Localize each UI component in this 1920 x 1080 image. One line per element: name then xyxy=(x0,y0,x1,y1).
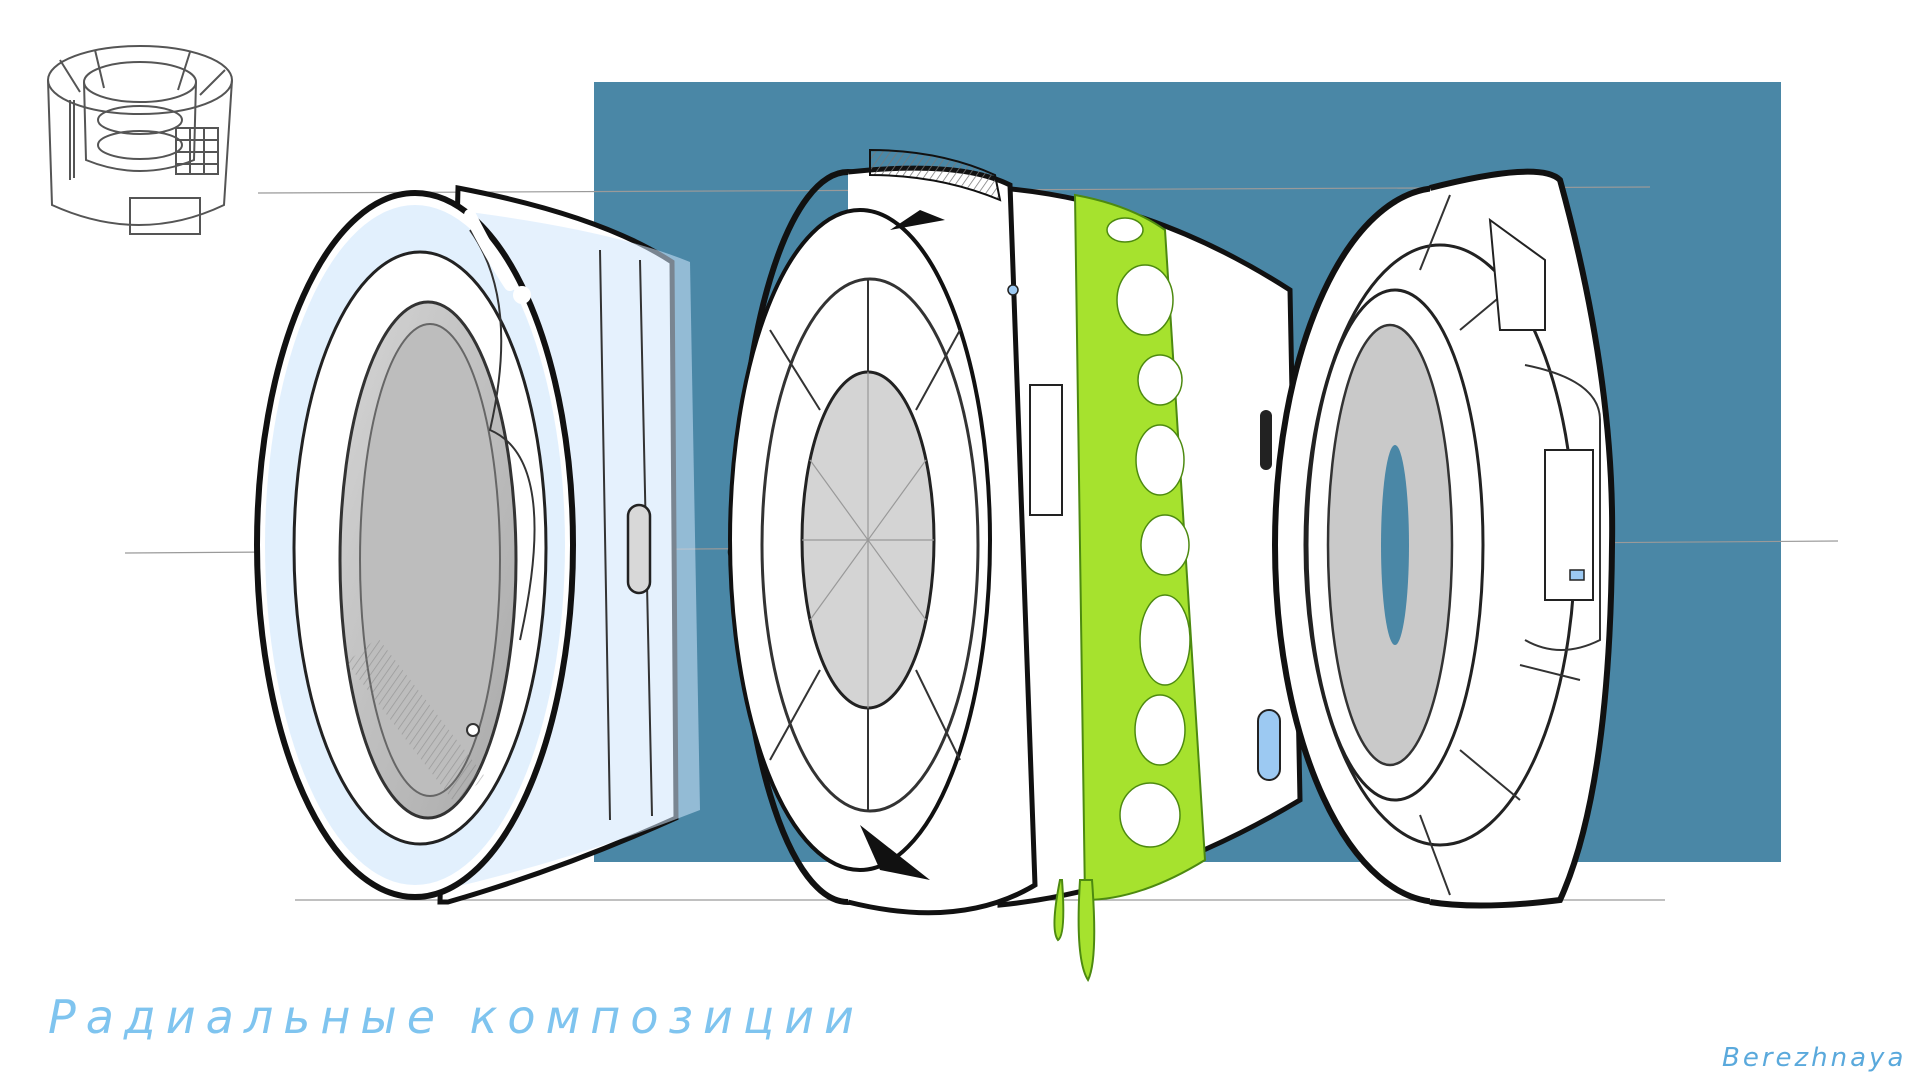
radial-segments xyxy=(769,278,961,812)
middle-ring xyxy=(728,148,1303,983)
artist-signature: Berezhnaya xyxy=(1722,1043,1907,1073)
thumbnail-sketch xyxy=(47,45,233,235)
core-spokes xyxy=(802,372,934,708)
slime-holes xyxy=(1106,217,1191,848)
left-glass-ring xyxy=(254,184,749,905)
caption-title: Радиальные композиции xyxy=(48,990,864,1044)
right-ring xyxy=(1272,168,1616,909)
right-radial-segments xyxy=(1419,194,1521,896)
